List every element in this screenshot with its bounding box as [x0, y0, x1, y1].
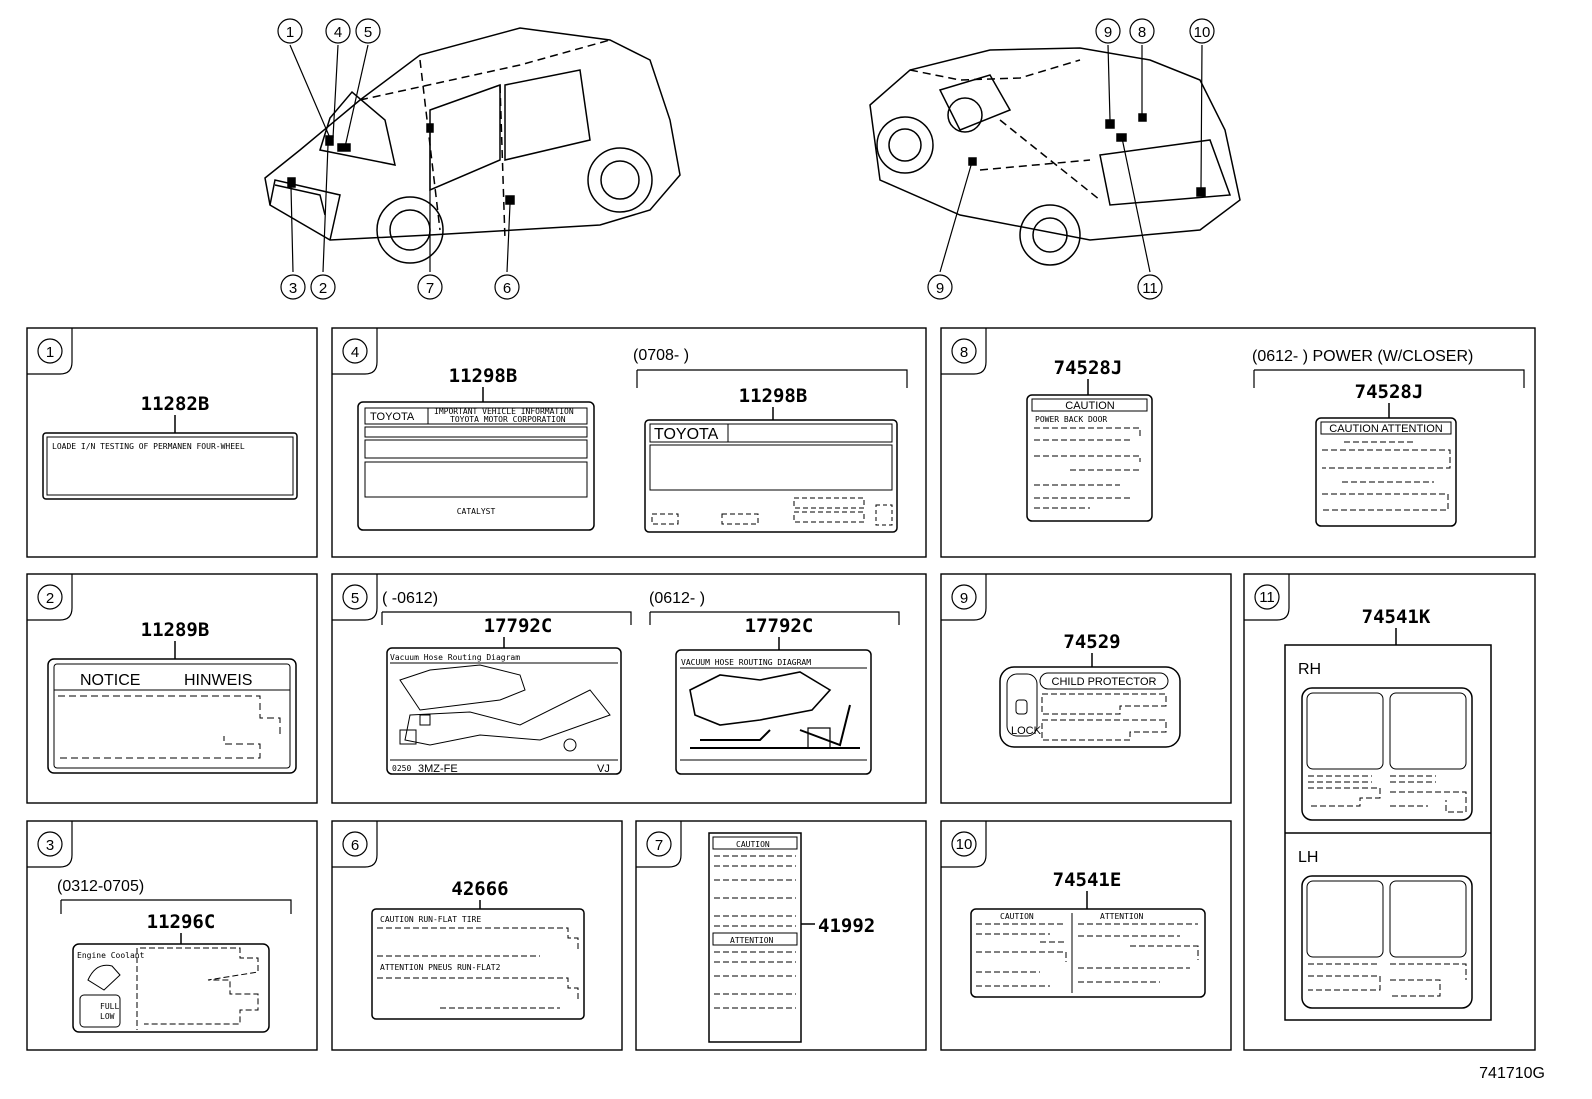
svg-text:1: 1 — [286, 24, 294, 41]
svg-text:7: 7 — [426, 280, 434, 297]
svg-text:(0612- ): (0612- ) — [649, 590, 705, 607]
svg-text:2: 2 — [319, 280, 327, 297]
svg-text:TOYOTA MOTOR CORPORATION: TOYOTA MOTOR CORPORATION — [450, 415, 566, 424]
svg-text:9: 9 — [960, 590, 968, 607]
svg-text:FULL: FULL — [100, 1002, 119, 1011]
svg-text:CAUTION: CAUTION — [736, 840, 770, 849]
svg-text:(0612- ) POWER (W/CLOSER): (0612- ) POWER (W/CLOSER) — [1252, 348, 1473, 365]
svg-text:CAUTION RUN-FLAT TIRE: CAUTION RUN-FLAT TIRE — [380, 915, 481, 924]
svg-text:6: 6 — [503, 280, 511, 297]
svg-text:LOCK: LOCK — [1011, 725, 1042, 737]
rear-vehicle-illustration — [869, 44, 1241, 273]
svg-text:17792C: 17792C — [745, 615, 814, 637]
svg-text:CAUTION: CAUTION — [1065, 400, 1115, 412]
svg-text:74528J: 74528J — [1355, 381, 1424, 403]
svg-text:2: 2 — [46, 590, 54, 607]
svg-text:74541K: 74541K — [1362, 606, 1431, 628]
panel-9-label-74529: 74529 LOCK CHILD PROTECTOR — [999, 631, 1181, 748]
panel-6-label-42666: 42666 CAUTION RUN-FLAT TIRE ATTENTION PN… — [371, 878, 585, 1020]
panel-frames — [26, 327, 1536, 1051]
svg-text:ATTENTION PNEUS RUN-FLAT2: ATTENTION PNEUS RUN-FLAT2 — [380, 963, 501, 972]
svg-text:10: 10 — [956, 836, 973, 853]
svg-text:74541E: 74541E — [1053, 869, 1122, 891]
panel-4-labels-11298b: 11298B TOYOTA IMPORTANT VEHICLE INFORMAT… — [357, 347, 908, 533]
svg-text:11298B: 11298B — [449, 365, 518, 387]
svg-text:11289B: 11289B — [141, 619, 210, 641]
front-callouts: 1 4 5 3 2 7 6 — [277, 18, 520, 300]
svg-text:3MZ-FE: 3MZ-FE — [418, 763, 458, 775]
panel-1-label-11282b: 11282B LOADE I/N TESTING OF PERMANEN FOU… — [42, 393, 298, 500]
svg-text:11296C: 11296C — [147, 911, 216, 933]
svg-text:11298B: 11298B — [739, 385, 808, 407]
svg-text:POWER BACK DOOR: POWER BACK DOOR — [1035, 415, 1107, 424]
svg-text:8: 8 — [1138, 24, 1146, 41]
svg-text:TOYOTA: TOYOTA — [370, 411, 415, 423]
svg-text:6: 6 — [351, 837, 359, 854]
svg-text:CHILD PROTECTOR: CHILD PROTECTOR — [1052, 676, 1157, 688]
svg-text:LOW: LOW — [100, 1012, 115, 1021]
svg-text:5: 5 — [351, 590, 359, 607]
svg-text:17792C: 17792C — [484, 615, 553, 637]
svg-text:4: 4 — [351, 344, 359, 361]
panel-tabs: 1 4 8 2 5 9 11 3 6 7 10 — [27, 328, 1290, 868]
panel-2-label-11289b: 11289B NOTICE HINWEIS — [47, 619, 297, 774]
svg-text:74529: 74529 — [1063, 631, 1120, 653]
svg-text:RH: RH — [1298, 661, 1321, 678]
svg-text:TOYOTA: TOYOTA — [654, 426, 719, 443]
panel-11-labels-74541k: 74541K RH LH — [1284, 606, 1492, 1021]
panel-7-label-41992: CAUTION ATTENTION 41992 — [708, 832, 875, 1043]
svg-text:LOADE I/N TESTING OF PERMANEN: LOADE I/N TESTING OF PERMANEN FOUR-WHEEL — [52, 442, 245, 451]
diagram-id: 741710G — [1479, 1065, 1545, 1082]
svg-text:4: 4 — [334, 24, 342, 41]
svg-text:Vacuum Hose Routing Diagram: Vacuum Hose Routing Diagram — [390, 653, 520, 662]
svg-text:( -0612): ( -0612) — [382, 590, 438, 607]
svg-text:10: 10 — [1194, 24, 1211, 41]
svg-text:3: 3 — [289, 280, 297, 297]
svg-text:ATTENTION: ATTENTION — [730, 936, 774, 945]
svg-text:CAUTION ATTENTION: CAUTION ATTENTION — [1329, 423, 1443, 435]
svg-text:42666: 42666 — [451, 878, 508, 900]
svg-text:(0708- ): (0708- ) — [633, 347, 689, 364]
panel-8-labels-74528j: 74528J CAUTION POWER BACK DOOR (0612- ) … — [1026, 348, 1525, 527]
svg-text:0250: 0250 — [392, 764, 411, 773]
svg-text:VACUUM HOSE ROUTING DIAGRAM: VACUUM HOSE ROUTING DIAGRAM — [681, 658, 811, 667]
rear-callouts: 9 8 10 9 11 — [927, 18, 1215, 300]
svg-text:HINWEIS: HINWEIS — [184, 672, 252, 689]
svg-text:11: 11 — [1259, 589, 1275, 606]
svg-text:Engine Coolant: Engine Coolant — [77, 951, 145, 960]
part-number: 11282B — [141, 393, 210, 415]
svg-text:LH: LH — [1298, 849, 1318, 866]
panel-5-labels-17792c: ( -0612) 17792C Vacuum Hose Routing Diag… — [381, 590, 900, 775]
svg-text:5: 5 — [364, 24, 372, 41]
svg-text:IMPORTANT VEHICLE INFORMATION: IMPORTANT VEHICLE INFORMATION — [434, 407, 574, 416]
svg-text:1: 1 — [46, 344, 54, 361]
svg-text:74528J: 74528J — [1054, 357, 1123, 379]
svg-text:41992: 41992 — [818, 915, 875, 937]
svg-text:8: 8 — [960, 344, 968, 361]
svg-text:9: 9 — [936, 280, 944, 297]
front-vehicle-illustration — [264, 27, 681, 273]
svg-text:7: 7 — [655, 837, 663, 854]
svg-text:VJ: VJ — [597, 763, 610, 775]
svg-text:9: 9 — [1104, 24, 1112, 41]
svg-text:ATTENTION: ATTENTION — [1100, 912, 1144, 921]
svg-text:3: 3 — [46, 837, 54, 854]
svg-text:11: 11 — [1142, 280, 1158, 297]
svg-text:CATALYST: CATALYST — [457, 507, 496, 516]
svg-text:NOTICE: NOTICE — [80, 672, 140, 689]
panel-3-label-11296c: (0312-0705) 11296C Engine Coolant FULL L… — [57, 878, 292, 1033]
svg-text:CAUTION: CAUTION — [1000, 912, 1034, 921]
svg-text:(0312-0705): (0312-0705) — [57, 878, 144, 895]
panel-10-label-74541e: 74541E CAUTION ATTENTION — [970, 869, 1206, 998]
